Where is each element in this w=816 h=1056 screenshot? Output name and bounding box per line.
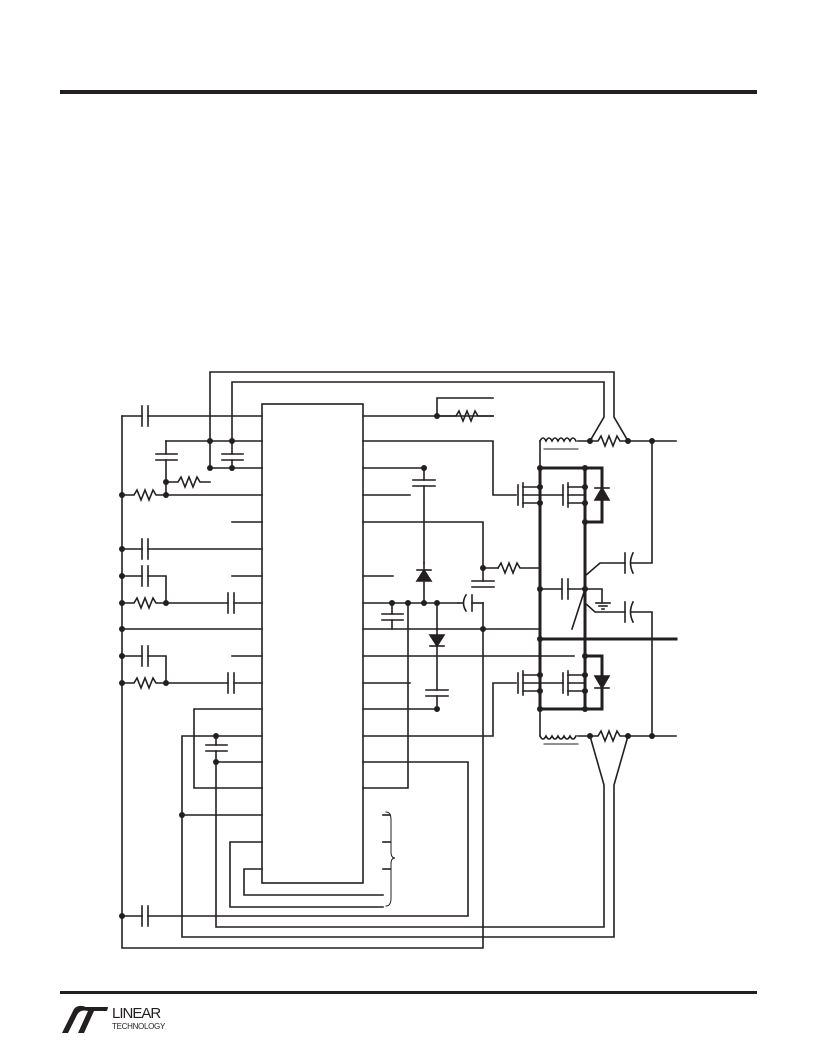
cap-pin6 [121,538,263,560]
cap-top-left [121,405,263,427]
cap-boost-top [412,479,436,564]
cap-output-top [624,440,653,575]
loop-wire-inner [231,381,605,443]
resistor-sense-bottom [577,728,677,744]
header-rule [60,90,757,94]
cap-comp-1 [121,565,167,604]
junction-dots [119,413,655,919]
inductor-bottom [538,708,579,745]
ic-package [261,403,364,884]
schottky-diode-top [593,486,611,501]
footer-rule [60,991,757,994]
cap-sense [457,593,484,613]
cap-output-bottom [624,600,653,737]
diode-boost-bottom [428,628,446,691]
power-mosfet-3 [517,670,541,696]
power-mosfet-1 [517,482,541,508]
linear-technology-logo: LINEAR TECHNOLOGY [60,1005,180,1035]
cap-bottom-left [121,761,469,927]
cap-sense-2 [471,580,495,588]
schottky-diode-bottom [593,675,611,690]
lt-swoosh-logo-icon [62,1005,108,1033]
logo-word-technology: TECHNOLOGY [112,1022,166,1031]
resistor-comp-2 [121,672,263,694]
resistor-top-right [436,408,494,424]
power-mosfet-4 [539,670,586,696]
cap-lower-left [205,735,263,763]
logo-word-linear: LINEAR [112,1005,161,1022]
cap-pin3 [221,440,244,469]
resistor-comp-1 [121,592,263,614]
loop-wire-outer [209,371,630,443]
power-mosfet-2 [539,482,586,508]
cap-boost-bottom [362,689,449,710]
cap-comp-2 [121,645,263,684]
resistor-gate [496,560,541,576]
ground-symbol [595,602,611,610]
cap-vcc [381,602,404,630]
cap-pin2 [155,440,178,496]
cap-center [539,578,603,604]
inductor-top [538,437,579,469]
resistor-pin4 [121,487,263,503]
resistor-sense-top [577,433,677,449]
resistor-pin3 [165,474,211,490]
diode-boost-top [415,562,433,604]
